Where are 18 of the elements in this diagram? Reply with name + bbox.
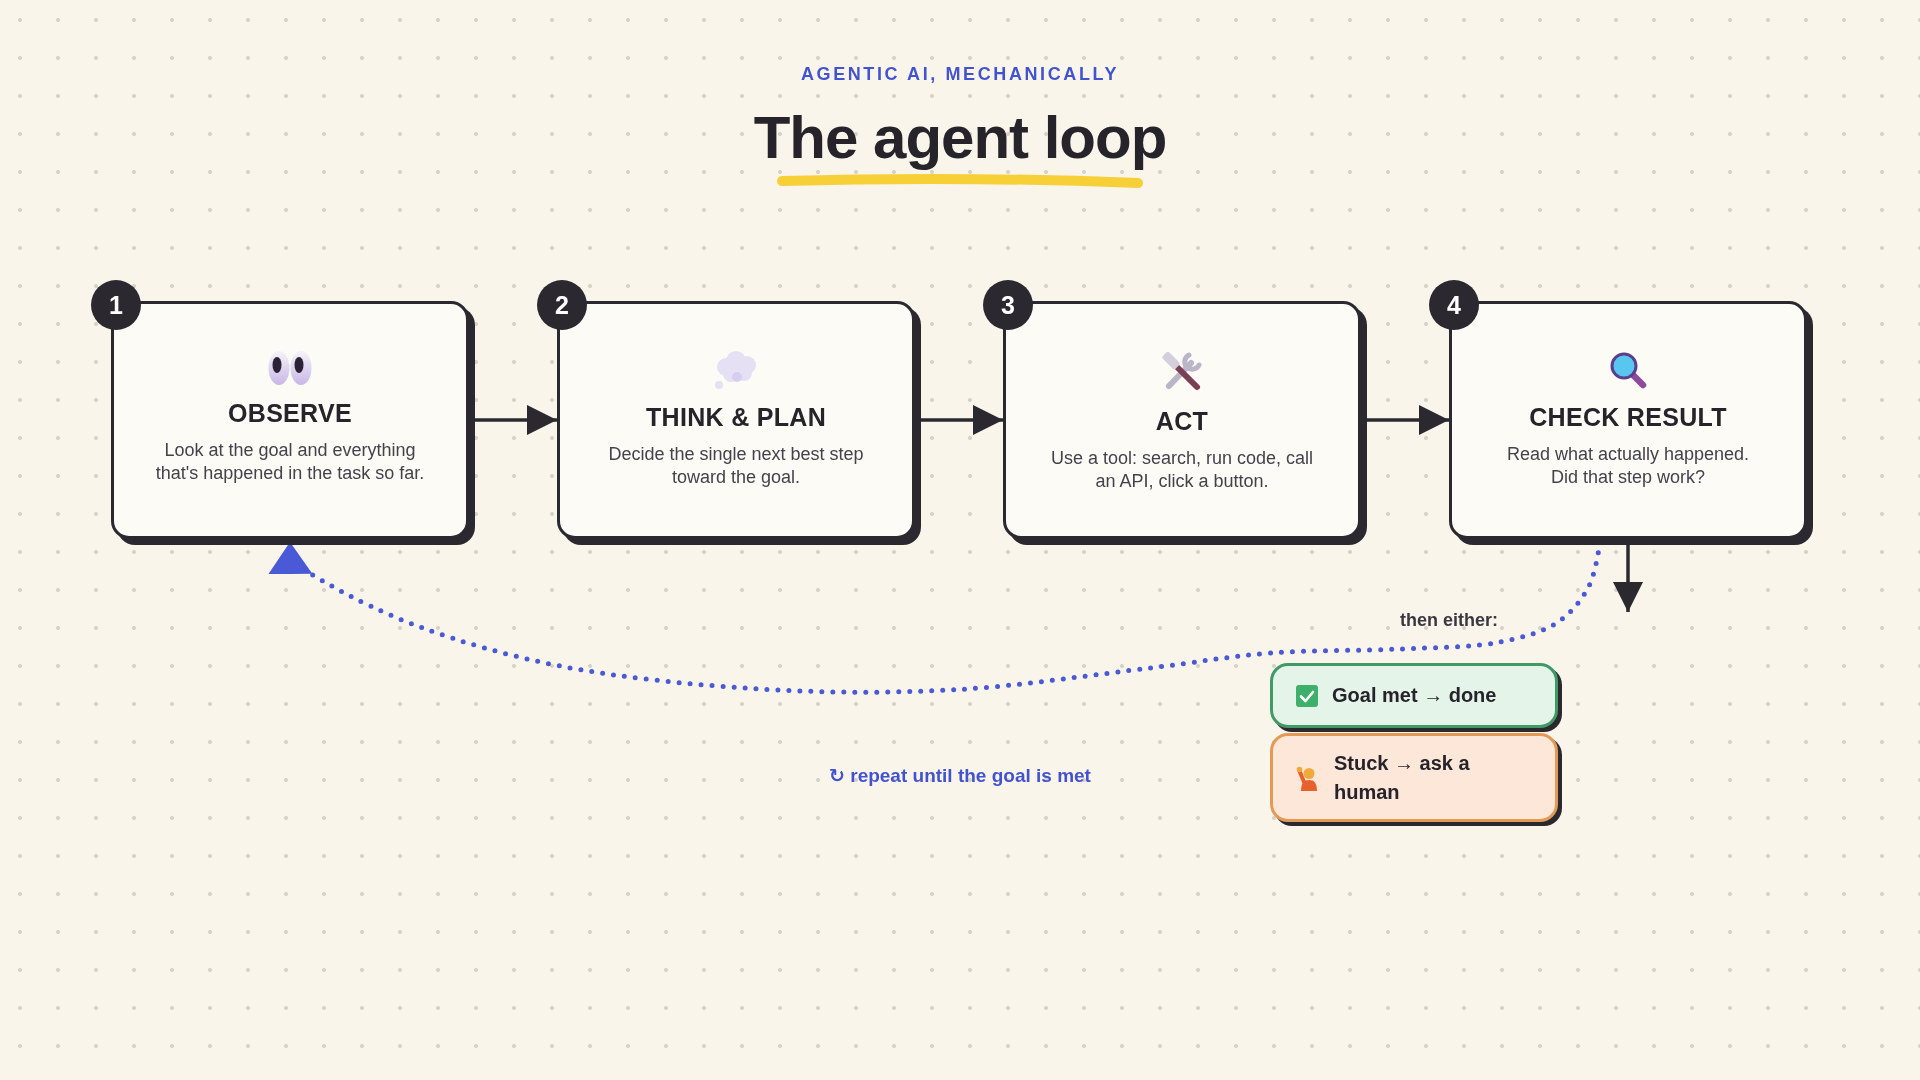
title: The agent loop <box>753 103 1167 173</box>
branch-label: then either: <box>1400 610 1498 632</box>
step-number: 2 <box>537 280 587 330</box>
step-number: 3 <box>983 280 1033 330</box>
step-title: CHECK RESULT <box>1529 403 1727 432</box>
step-title: THINK & PLAN <box>646 403 826 432</box>
step-number: 4 <box>1429 280 1479 330</box>
outcome-text: Stuck → ask a human <box>1334 750 1471 805</box>
kicker-text: AGENTIC AI, MECHANICALLY <box>800 64 1120 86</box>
step-description: Read what actually happened. Did that step work? <box>1505 443 1751 489</box>
step-title: OBSERVE <box>228 399 352 428</box>
step-description: Use a tool: search, run code, call an API, click a button. <box>1049 447 1315 493</box>
outcome-text: Goal met → done <box>1332 683 1497 708</box>
step-description: Decide the single next best step toward the goal. <box>607 443 865 489</box>
loop-note: ↻ repeat until the goal is met <box>829 765 1091 788</box>
step-title: ACT <box>1155 407 1209 436</box>
step-description: Look at the goal and everything that's happened in the task so far. <box>154 439 426 485</box>
step-number: 1 <box>91 280 141 330</box>
